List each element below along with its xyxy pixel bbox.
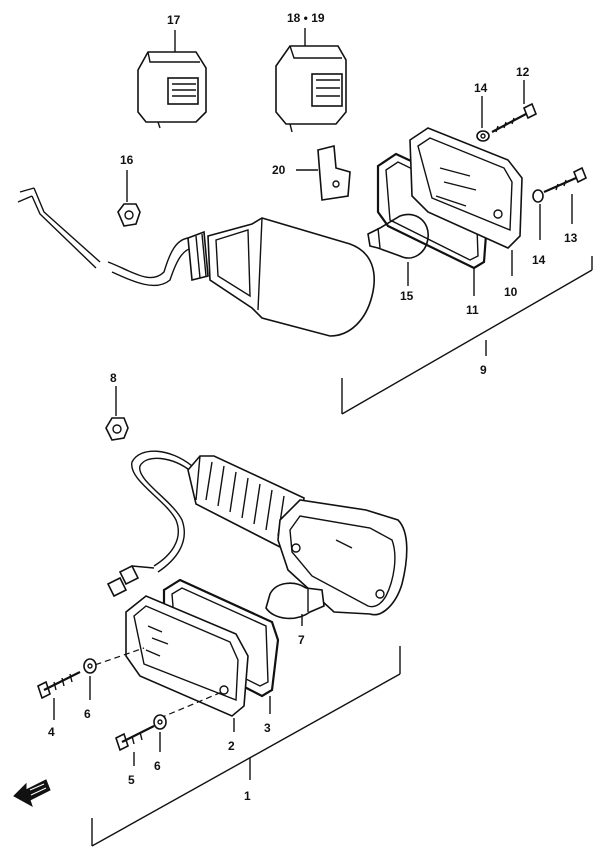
callout-8: 8 (110, 371, 117, 385)
relay-17 (137, 51, 207, 129)
assembly-line-9 (341, 256, 593, 415)
left-arrow-icon (13, 779, 51, 808)
callout-5: 5 (128, 773, 135, 787)
lower-signal-housing (187, 455, 408, 616)
washer-14-top (476, 130, 490, 142)
screw-5 (115, 725, 155, 752)
callout-15: 15 (400, 289, 414, 303)
callout-2: 2 (228, 739, 235, 753)
callout-13: 13 (564, 231, 578, 245)
screw-4 (37, 671, 81, 700)
washer-6-upper (83, 658, 97, 674)
callout-14-top: 14 (474, 81, 488, 95)
callout-20: 20 (272, 163, 286, 177)
nut-16 (117, 203, 141, 227)
nut-8 (105, 417, 129, 441)
washer-6-lower (153, 714, 167, 730)
washer-14-right (532, 189, 544, 203)
bulb-15 (367, 213, 429, 259)
screw-13 (543, 166, 588, 194)
callout-1: 1 (244, 789, 251, 803)
lens-10 (409, 127, 523, 249)
callout-16: 16 (120, 153, 134, 167)
callout-4: 4 (48, 725, 55, 739)
callout-18-19: 18 • 19 (287, 11, 325, 25)
callout-7: 7 (298, 633, 305, 647)
callout-6-lower: 6 (154, 759, 161, 773)
callout-12: 12 (516, 65, 530, 79)
callout-10: 10 (504, 285, 518, 299)
assembly-line-1 (91, 646, 401, 847)
lower-wire-lead (106, 450, 193, 598)
screw-12 (491, 102, 538, 133)
callout-14-right: 14 (532, 253, 546, 267)
upper-wire-lead (17, 187, 193, 287)
lens-2 (125, 595, 249, 717)
relay-18-19 (275, 45, 347, 133)
upper-signal-housing (187, 217, 375, 337)
bracket-20 (317, 144, 351, 201)
callout-17: 17 (167, 13, 181, 27)
callout-6-upper: 6 (84, 707, 91, 721)
callout-9: 9 (480, 363, 487, 377)
bulb-7 (265, 582, 325, 620)
callout-11: 11 (466, 303, 479, 317)
callout-3: 3 (264, 721, 271, 735)
